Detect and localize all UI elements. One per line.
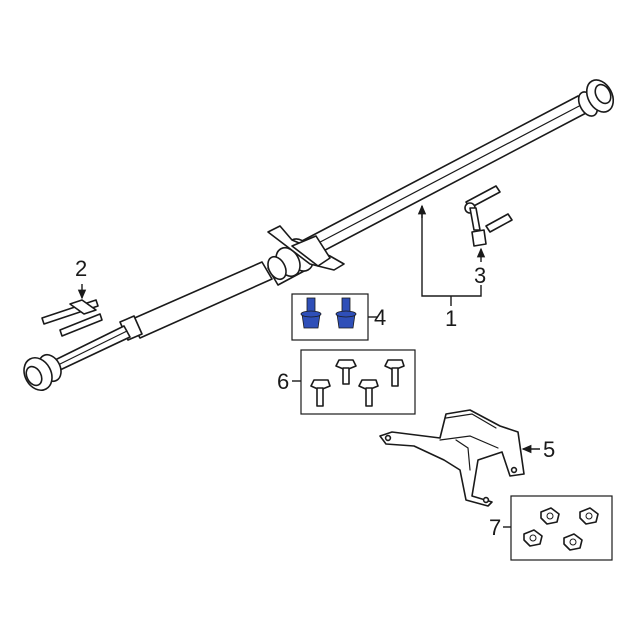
bolts-part-2[interactable] <box>41 299 103 337</box>
center-bearing-bracket <box>267 225 345 271</box>
blue-bolt-icon <box>335 297 357 329</box>
driveshaft-assembly[interactable] <box>19 75 619 395</box>
bolt-icon <box>310 379 331 407</box>
callout-7: 7 <box>489 515 501 540</box>
callout-2: 2 <box>75 256 87 281</box>
callout-3: 3 <box>474 263 486 288</box>
nut-icon <box>523 529 543 547</box>
blue-bolt-icon <box>300 297 322 329</box>
callout-6: 6 <box>277 369 289 394</box>
callout-4: 4 <box>374 305 386 330</box>
dampers-part-3[interactable] <box>464 185 513 247</box>
bolt-icon <box>358 379 379 407</box>
nuts-part-7-box[interactable] <box>510 495 613 561</box>
nut-icon <box>540 507 560 525</box>
bolts-part-6-box[interactable] <box>300 349 416 415</box>
nut-icon <box>579 507 599 525</box>
callout-1-leader <box>417 204 482 306</box>
bolt-icon <box>335 359 357 385</box>
bracket-part-5[interactable] <box>379 409 525 507</box>
bolt-icon <box>384 359 405 387</box>
callout-1: 1 <box>445 306 457 331</box>
bolts-part-4-box[interactable] <box>291 293 369 341</box>
callout-5: 5 <box>543 437 555 462</box>
nut-icon <box>563 533 583 551</box>
